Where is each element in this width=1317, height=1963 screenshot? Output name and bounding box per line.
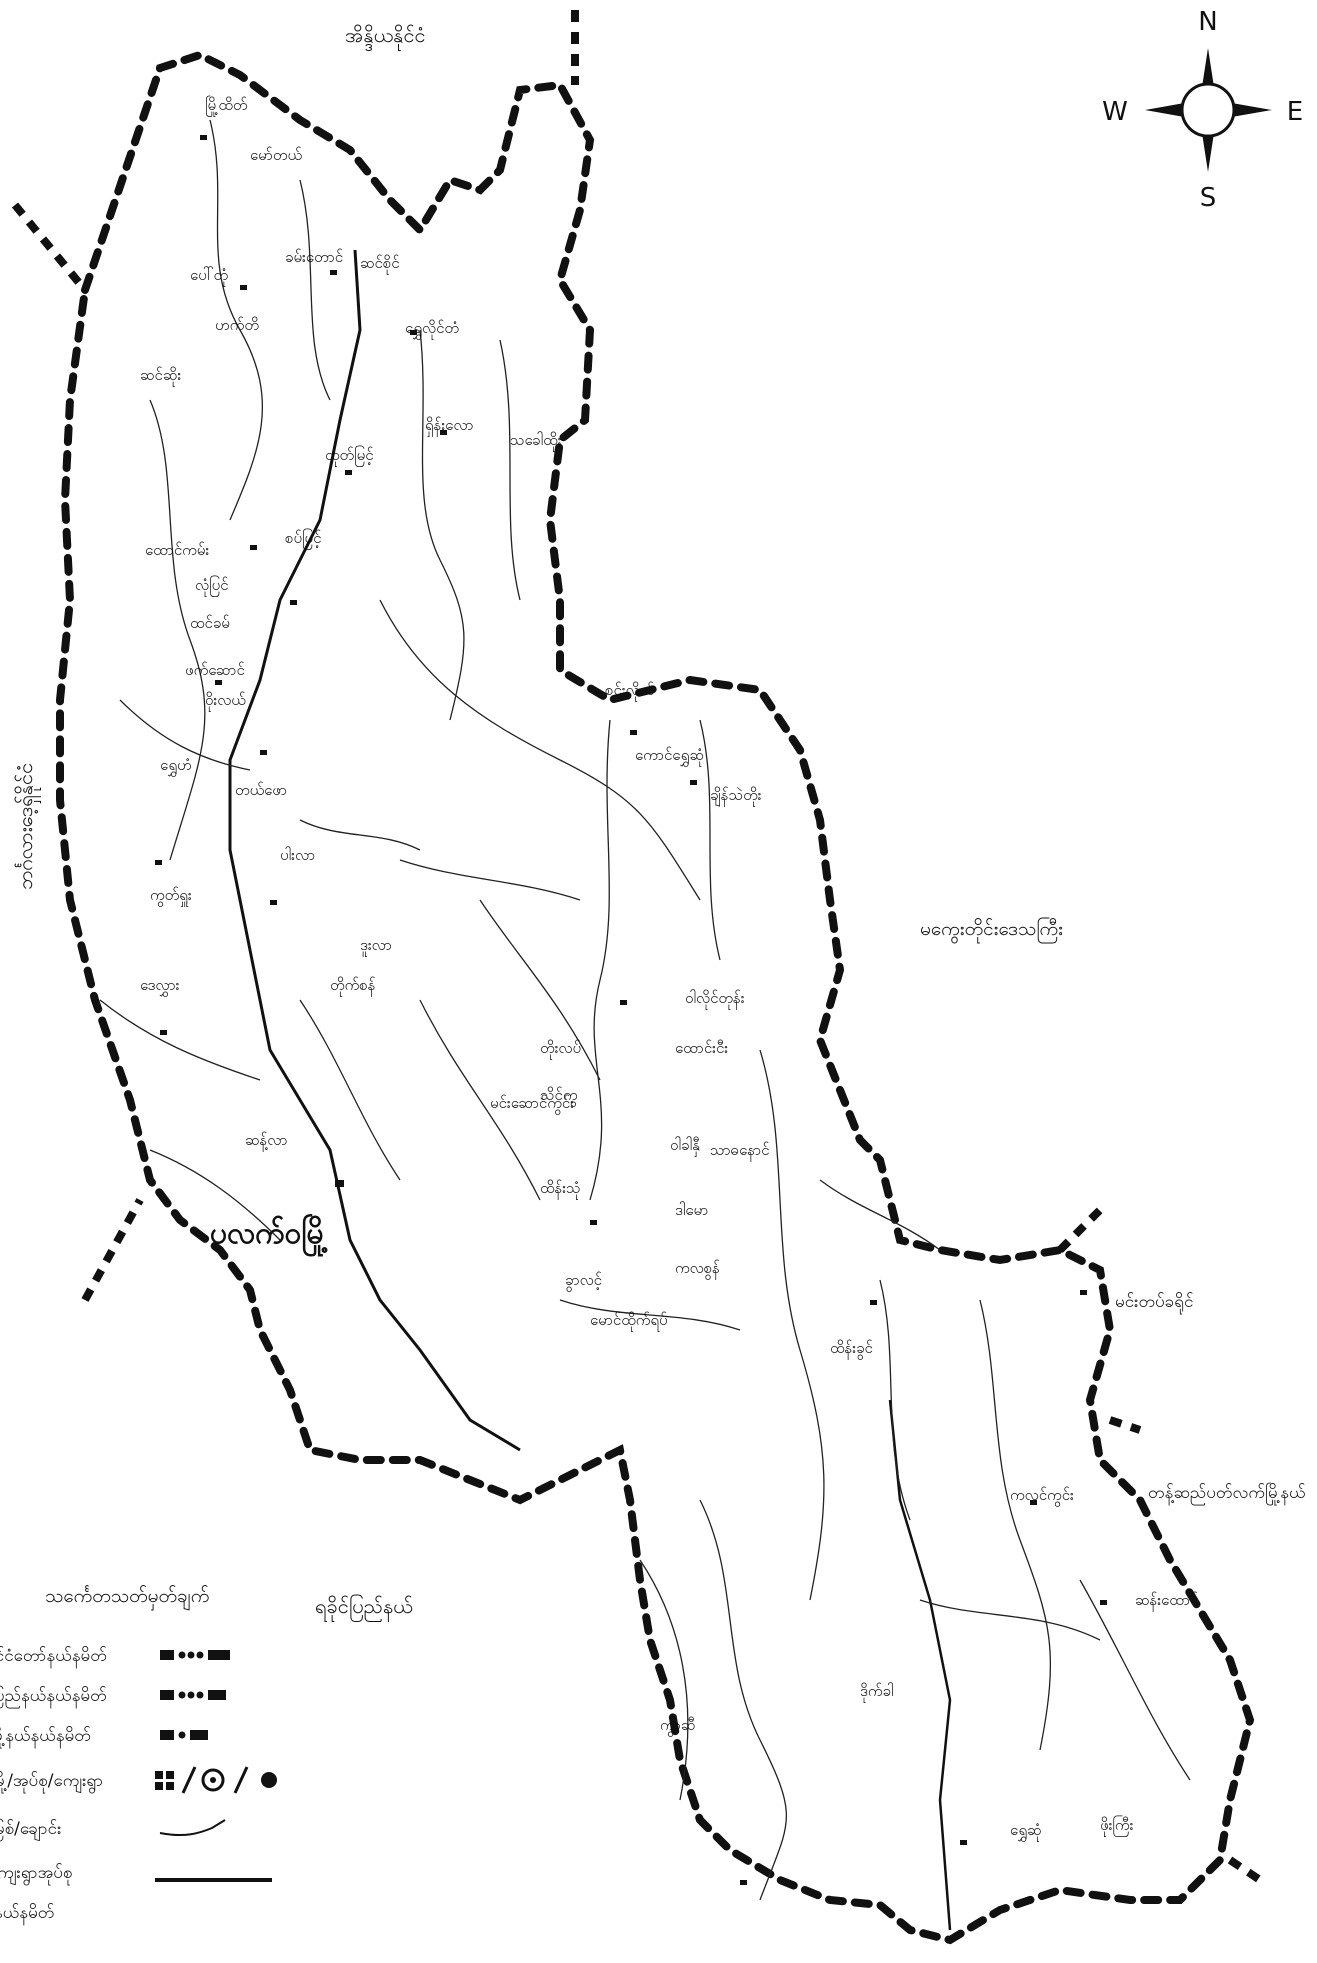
place-label: ထောင်ကမ်း: [145, 541, 209, 559]
place-label: ဖက်ဆောင်: [185, 661, 245, 679]
legend-item-village-tract: ကျေးရွာအုပ်စု: [0, 1863, 73, 1883]
place-label: မောင်ထိုက်ရပ်: [590, 1311, 668, 1332]
place-label: သခေါထိုး: [510, 431, 562, 452]
place-label: ရွှေလိုင်တံ: [405, 319, 459, 340]
west-country-label: ဘင်္ဂလားဒေ့ရှ်နိုင်ငံ: [13, 763, 41, 890]
place-label: သာဓနောင်: [710, 1141, 770, 1162]
township-boundary: [56, 50, 1255, 1945]
place-label: ဆန်းထောင်: [1135, 1591, 1198, 1612]
boundary-stub: [1057, 1207, 1103, 1253]
boundary-stub: [11, 202, 89, 293]
compass-north-label: N: [1198, 7, 1217, 37]
place-label: ချိန်သဲတိုး: [710, 786, 762, 807]
legend-item-national-boundary: နိုင်ငံတော်နယ်နမိတ်: [0, 1646, 107, 1666]
place-label: ထုတ်မြင့်: [325, 445, 374, 467]
place-label: ဝါခါနှီ: [670, 1136, 700, 1157]
boundary-stub: [1227, 1856, 1263, 1884]
north-country-label: အိန္ဒိယနိုင်ငံ: [345, 23, 426, 51]
compass-rose: N S W E: [1102, 7, 1303, 213]
place-label: မော်တယ်: [250, 146, 302, 164]
place-label: ဝါလိုင်တုန်း: [685, 989, 745, 1010]
legend-title: သင်္ကေတသတ်မှတ်ချက်: [45, 1584, 209, 1611]
place-label: ကွတ်ရှူး: [150, 886, 192, 907]
place-label: တိုးလပ်: [540, 1039, 581, 1060]
place-label: ရှိန်းလော: [425, 416, 474, 437]
boundary-stub: [1108, 1416, 1142, 1434]
legend-item-boundary: နယ်နမိတ်: [0, 1903, 55, 1923]
place-label: ခမ်းတောင်: [285, 248, 343, 266]
place-label: ဆင်ဆိုး: [140, 366, 181, 387]
place-label: ဟက်တိ: [215, 316, 259, 334]
legend-item-state-boundary: ပြည်နယ်နယ်နမိတ်: [0, 1686, 107, 1706]
place-label: ရွှေဆုံ: [1010, 1821, 1042, 1842]
place-label: ဒါမော: [675, 1201, 708, 1219]
place-label: ဖိုးကြီး: [1100, 1815, 1134, 1837]
place-label: တယ်ဖော: [235, 781, 287, 799]
east-region-3-label: တန့်ဆည်ပတ်လက်မြို့နယ်: [1148, 1481, 1306, 1506]
place-label: သိင်ကွ: [540, 1086, 578, 1107]
legend-symbols: [155, 1650, 277, 1882]
capital-label: ပလက်ဝမြို့: [210, 1213, 328, 1258]
place-label: တိုက်စန်: [330, 976, 375, 997]
place-label: ထောင်းငီး: [675, 1039, 728, 1057]
legend-item-settlement: မြို့/အုပ်စု/ကျေးရွာ: [0, 1771, 104, 1791]
compass-east-label: E: [1287, 97, 1303, 127]
place-labels: မြို့ထိတ် မော်တယ် ခမ်းတောင် ပေါ်တုံ ဆင်စ…: [140, 95, 1198, 1842]
legend-item-township-boundary: မြို့နယ်နယ်နမိတ်: [0, 1726, 91, 1746]
east-region-2-label: မင်းတပ်ခရိုင်: [1115, 1292, 1193, 1315]
place-label: ဒေလွှား: [140, 976, 180, 997]
place-label: ကွာဆီ: [660, 1716, 695, 1737]
place-label: ကောင်ရွှေဆုံ: [635, 746, 704, 767]
place-label: လုံပြင်: [195, 575, 228, 597]
compass-south-label: S: [1200, 183, 1217, 213]
legend-item-river: မြစ်/ချောင်း: [0, 1819, 62, 1839]
place-label: ရွှေဟံ: [160, 756, 192, 777]
compass-west-label: W: [1102, 97, 1128, 127]
place-label: ဒိုက်ခါ: [860, 1682, 894, 1703]
boundary-stub: [81, 1198, 144, 1302]
place-label: ထိန်းခွင်: [830, 1339, 873, 1360]
main-road: [888, 1399, 952, 1931]
place-label: စင်းလိုက်: [605, 681, 654, 702]
east-region-label: မကွေးတိုင်းဒေသကြီး: [920, 916, 1063, 944]
place-label: ဝိုးလယ်: [205, 691, 246, 712]
place-label: ထင်ခမ်: [190, 614, 230, 632]
main-road: [228, 249, 521, 1452]
place-label: ပါးလာ: [280, 846, 315, 864]
place-label: ဆင်စိုင်: [360, 254, 400, 275]
south-region-label: ရခိုင်ပြည်နယ်: [315, 1594, 413, 1622]
place-label: ထိန်းသုံ: [540, 1179, 581, 1200]
village-markers: [155, 135, 1107, 1885]
place-label: ကလင်ကွင်း: [1010, 1486, 1074, 1507]
place-label: ဆန့်လာ: [245, 1131, 288, 1152]
place-label: ဒူးလာ: [360, 936, 392, 957]
place-label: ကလစွန်: [675, 1259, 720, 1280]
place-label: မင်းဆောင်ကွင်း: [490, 1094, 574, 1115]
river-network: [99, 119, 1191, 1901]
place-label: စပ်ပြင့်: [285, 528, 321, 550]
place-label: မြို့ထိတ်: [205, 95, 248, 117]
place-label: ခွာလင့်: [565, 1271, 602, 1292]
place-label: ပေါ်တုံ: [190, 266, 228, 287]
